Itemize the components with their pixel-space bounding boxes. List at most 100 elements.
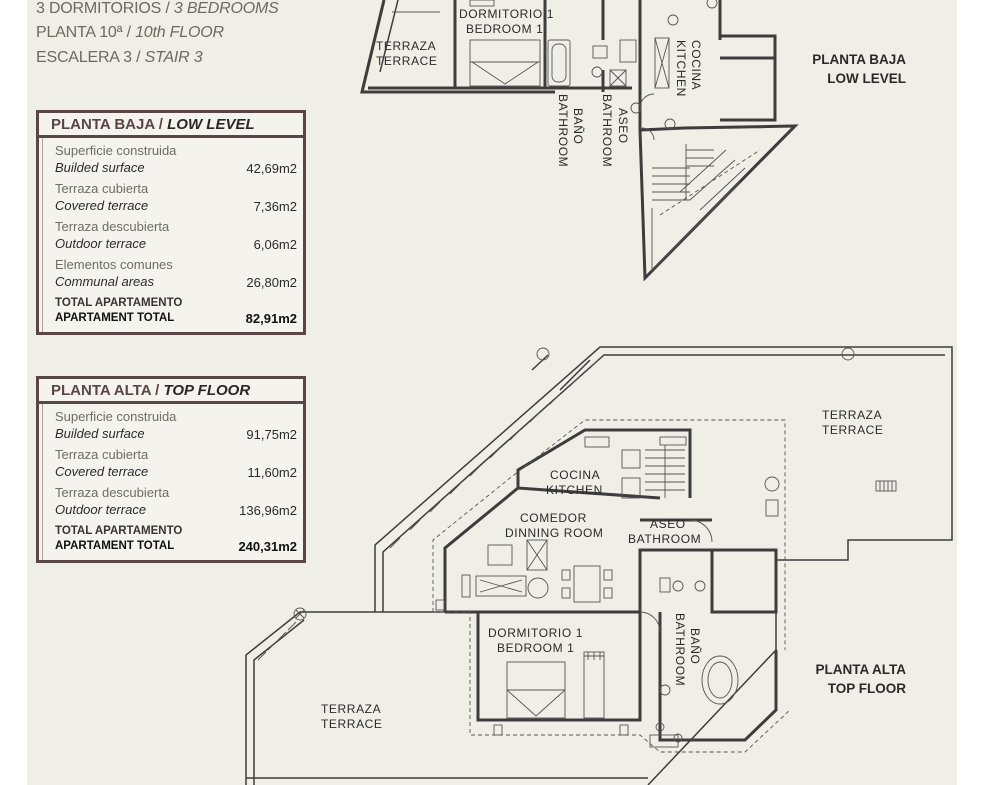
small-terrace-label-en: TERRACE bbox=[321, 717, 383, 731]
title-en: TOP FLOOR bbox=[163, 382, 251, 399]
total-label-en: APARTAMENT TOTAL bbox=[55, 312, 175, 324]
chair bbox=[561, 569, 571, 581]
terrace-planter bbox=[764, 476, 780, 492]
sofa bbox=[475, 575, 527, 597]
chair bbox=[561, 587, 571, 599]
top-toilet-label-es: ASEO bbox=[650, 517, 686, 531]
coffee-table bbox=[527, 577, 549, 599]
low-terrace-label-en: TERRACE bbox=[376, 54, 438, 68]
low-stair-flight bbox=[679, 149, 746, 211]
low-bathtub bbox=[547, 39, 571, 87]
low-shower-x bbox=[609, 69, 627, 87]
column-marker bbox=[435, 599, 445, 611]
toilet-door-arc bbox=[689, 519, 713, 543]
nw-railing-ends bbox=[531, 354, 591, 391]
sw-column bbox=[293, 607, 307, 621]
low-toilet bbox=[591, 66, 603, 78]
top-kitchen-label-en: KITCHEN bbox=[546, 483, 603, 497]
sofa-pattern bbox=[479, 579, 523, 593]
row-label-es: Terraza descubierta bbox=[55, 219, 170, 234]
low-level-label: PLANTA BAJA LOW LEVEL bbox=[790, 50, 906, 88]
row-label-en: Outdoor terrace bbox=[55, 236, 147, 251]
top-bedroom-label-es: DORMITORIO 1 bbox=[488, 626, 583, 640]
low-bed bbox=[469, 39, 541, 87]
dining-label-en: DINNING ROOM bbox=[505, 526, 604, 540]
bedrooms-en: 3 BEDROOMS bbox=[173, 0, 279, 17]
stair-en: STAIR 3 bbox=[144, 49, 203, 66]
row-label-en: Covered terrace bbox=[55, 464, 149, 479]
row-value: 26,80m2 bbox=[246, 275, 297, 290]
top-sink bbox=[694, 580, 706, 592]
dining-armchair bbox=[487, 544, 513, 566]
total-value: 82,91m2 bbox=[245, 311, 297, 326]
low-washer bbox=[667, 14, 679, 26]
low-bedroom-label-en: BEDROOM 1 bbox=[466, 22, 543, 36]
sw-terrace-inner bbox=[253, 619, 305, 785]
row-label-es: Terraza descubierta bbox=[55, 485, 170, 500]
kitchen-hob bbox=[584, 436, 610, 448]
row-label-es: Superficie construida bbox=[55, 409, 177, 424]
big-terrace-outline bbox=[630, 346, 953, 785]
nw-railing-pattern bbox=[389, 357, 601, 549]
row-value: 42,69m2 bbox=[246, 161, 297, 176]
big-terrace-label-es: TERRAZA bbox=[822, 408, 882, 422]
row-value: 11,60m2 bbox=[247, 465, 297, 480]
dining-table bbox=[573, 565, 601, 603]
kitchen-sink bbox=[621, 449, 641, 469]
low-terrace-wall bbox=[360, 0, 555, 94]
low-level-surface-table: PLANTA BAJA / LOW LEVEL Superficie const… bbox=[36, 110, 306, 335]
tv-unit bbox=[461, 574, 471, 598]
sw-railing-pattern bbox=[257, 621, 297, 661]
row-value: 91,75m2 bbox=[246, 427, 297, 442]
low-kitchen-label-es: COCINA bbox=[689, 40, 703, 90]
row-label-en: Covered terrace bbox=[55, 198, 149, 213]
low-level-table-body: Superficie construida Builded surface 42… bbox=[42, 138, 303, 332]
row-value: 136,96m2 bbox=[239, 503, 297, 518]
terrace-drain bbox=[841, 347, 855, 361]
bath-toilet bbox=[659, 684, 671, 696]
low-sink bbox=[592, 45, 608, 59]
bath-sink bbox=[655, 722, 665, 732]
bathtub-inner bbox=[707, 661, 733, 699]
big-terrace-label-en: TERRACE bbox=[822, 423, 884, 437]
low-toilet-label-es: ASEO bbox=[616, 108, 630, 144]
bedrooms-es: 3 DORMITORIOS bbox=[36, 0, 162, 17]
column-marker bbox=[619, 724, 629, 736]
bathroom-walls bbox=[658, 612, 778, 742]
nw-railing bbox=[374, 346, 637, 612]
table-row: Terraza cubierta Covered terrace 7,36m2 bbox=[55, 180, 303, 214]
row-label-en: Communal areas bbox=[55, 274, 154, 289]
low-boiler bbox=[706, 0, 718, 9]
low-counter-x bbox=[654, 37, 670, 89]
wardrobe-hangers bbox=[584, 652, 604, 660]
floor-line: PLANTA 10ª / 10th FLOOR bbox=[36, 24, 224, 41]
low-door-arc-2 bbox=[641, 127, 655, 141]
table-row: Superficie construida Builded surface 42… bbox=[55, 142, 303, 176]
top-floor-label-en: TOP FLOOR bbox=[827, 681, 906, 696]
total-label-es: TOTAL APARTAMENTO bbox=[55, 525, 183, 537]
small-terrace-label-es: TERRAZA bbox=[321, 702, 381, 716]
wardrobe bbox=[583, 651, 605, 719]
row-label-en: Outdoor terrace bbox=[55, 502, 147, 517]
shaft-walls bbox=[710, 548, 778, 614]
bedroom-walls bbox=[476, 612, 642, 722]
total-row: TOTAL APARTAMENTO APARTAMENT TOTAL 82,91… bbox=[55, 296, 303, 326]
low-kitchen-label-en: KITCHEN bbox=[674, 40, 688, 97]
low-bed-cover bbox=[470, 61, 540, 85]
floor-es: PLANTA 10ª bbox=[36, 24, 123, 41]
table-row: Terraza descubierta Outdoor terrace 136,… bbox=[55, 484, 303, 518]
dining-north-wall bbox=[443, 486, 661, 612]
low-cabinet bbox=[619, 39, 637, 63]
row-label-es: Elementos comunes bbox=[55, 257, 173, 272]
kitchen-fridge bbox=[621, 477, 641, 499]
row-label-es: Terraza cubierta bbox=[55, 447, 149, 462]
terrace-outdoor-unit bbox=[765, 499, 779, 517]
low-bath-label-es: BAÑO bbox=[571, 108, 585, 144]
stair-es: ESCALERA 3 bbox=[36, 49, 132, 66]
title-en: LOW LEVEL bbox=[167, 116, 255, 133]
column-marker bbox=[493, 724, 503, 736]
kitchen-shelf bbox=[659, 436, 687, 446]
sw-column-x bbox=[295, 609, 305, 619]
total-row: TOTAL APARTAMENTO APARTAMENT TOTAL 240,3… bbox=[55, 524, 303, 554]
